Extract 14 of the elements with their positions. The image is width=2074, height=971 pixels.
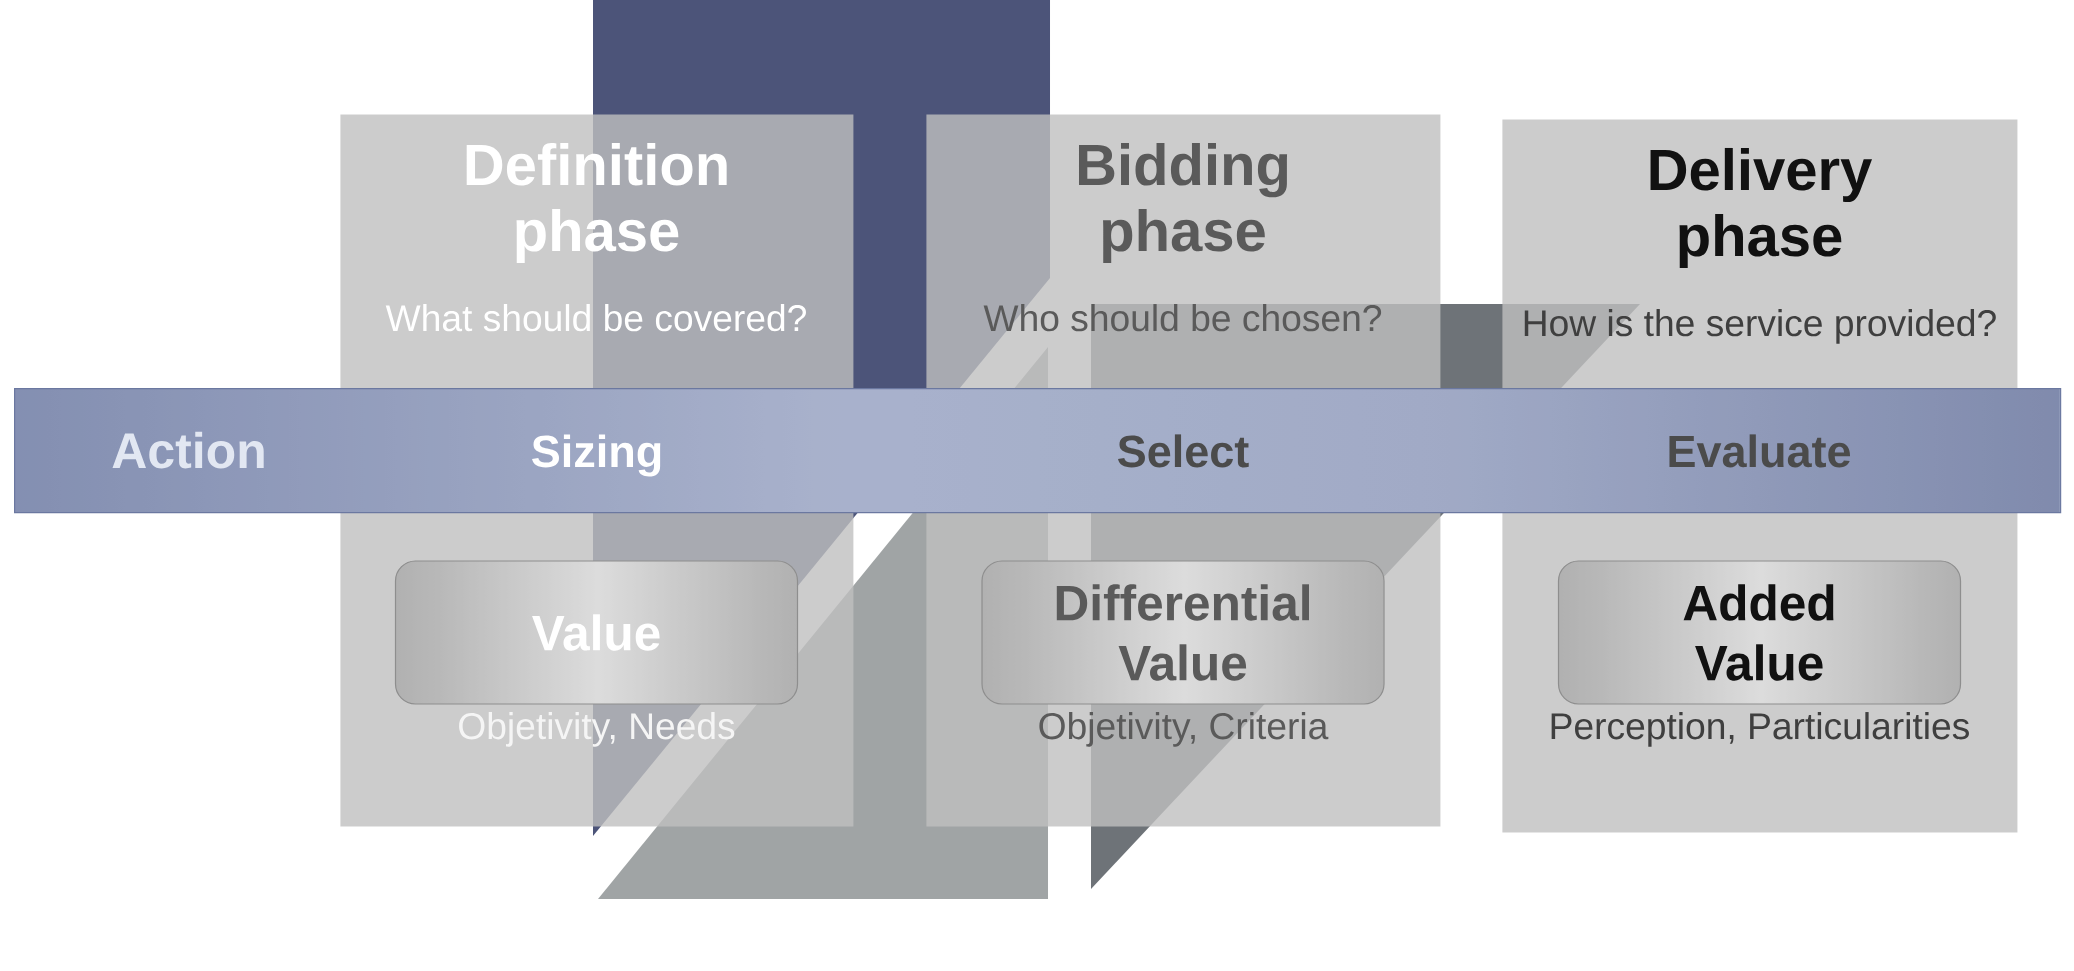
phase-question: Who should be chosen? — [983, 304, 1382, 332]
step-label: Evaluate — [1669, 434, 1850, 468]
step-label: Sizing — [532, 434, 661, 477]
phase-question: How is the service provided? — [1524, 309, 1996, 344]
value-title: Differential Value — [1056, 584, 1309, 681]
phase-title: Definition phase — [466, 142, 727, 264]
value-caption: Perception, Particularities — [1551, 712, 1969, 747]
phase-title: Bidding phase — [1079, 142, 1288, 264]
value-title: Added Value — [1683, 584, 1834, 681]
step-label: Select — [1118, 434, 1249, 468]
value-caption: Objetivity, Needs — [459, 712, 735, 747]
value-caption: Objetivity, Criteria — [1039, 712, 1329, 747]
row-label: Action — [112, 431, 264, 469]
phase-title: Delivery phase — [1650, 147, 1872, 269]
